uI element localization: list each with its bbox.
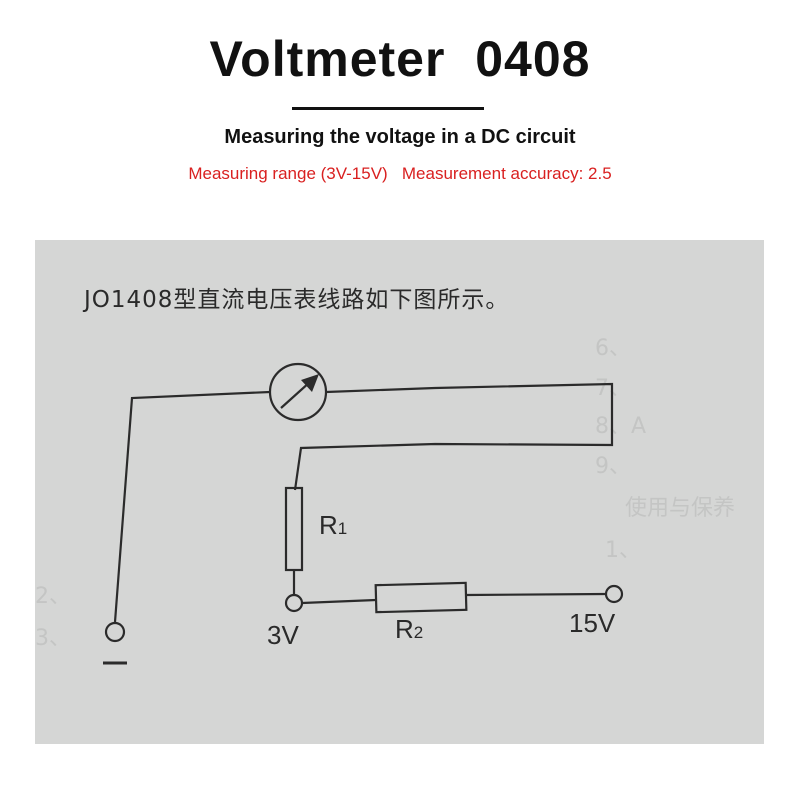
- bleed-text: 1、: [605, 538, 641, 563]
- bleed-text: 6、: [595, 336, 631, 361]
- terminal-15v: [604, 584, 624, 604]
- meter-needle-icon: [280, 380, 312, 409]
- meter-arrowhead-icon: [301, 374, 319, 392]
- r1-label: R1: [319, 510, 348, 540]
- circuit-diagram: [103, 362, 624, 665]
- circuit-heading: JO1408型直流电压表线路如下图所示。: [84, 287, 510, 313]
- bleed-text: 2、: [35, 584, 71, 609]
- r1-subscript: 1: [337, 519, 348, 538]
- terminal-3v-label: 3V: [267, 620, 299, 650]
- r1-resistor: [284, 486, 304, 572]
- terminal-15v-label: 15V: [569, 608, 616, 638]
- bleed-text: 8、A: [595, 414, 647, 439]
- r2-resistor: [374, 581, 468, 614]
- bleed-text: 使用与保养: [625, 496, 736, 521]
- bleed-text: 9、: [595, 454, 631, 479]
- terminal-3v: [284, 593, 304, 613]
- page-title: Voltmeter 0408: [209, 31, 591, 87]
- r2-subscript: 2: [413, 623, 424, 642]
- bleed-text: 3、: [35, 626, 71, 651]
- terminal-negative: [104, 621, 126, 643]
- subtitle: Measuring the voltage in a DC circuit: [224, 126, 576, 148]
- title-underline: [292, 107, 484, 110]
- circuit-photo: 6、 7、 8、A 9、 使用与保养 1、 2、 3、 JO1408型直流电压表…: [35, 240, 764, 744]
- spec-line: Measuring range (3V-15V) Measurement acc…: [188, 164, 612, 183]
- r2-label: R2: [395, 614, 424, 644]
